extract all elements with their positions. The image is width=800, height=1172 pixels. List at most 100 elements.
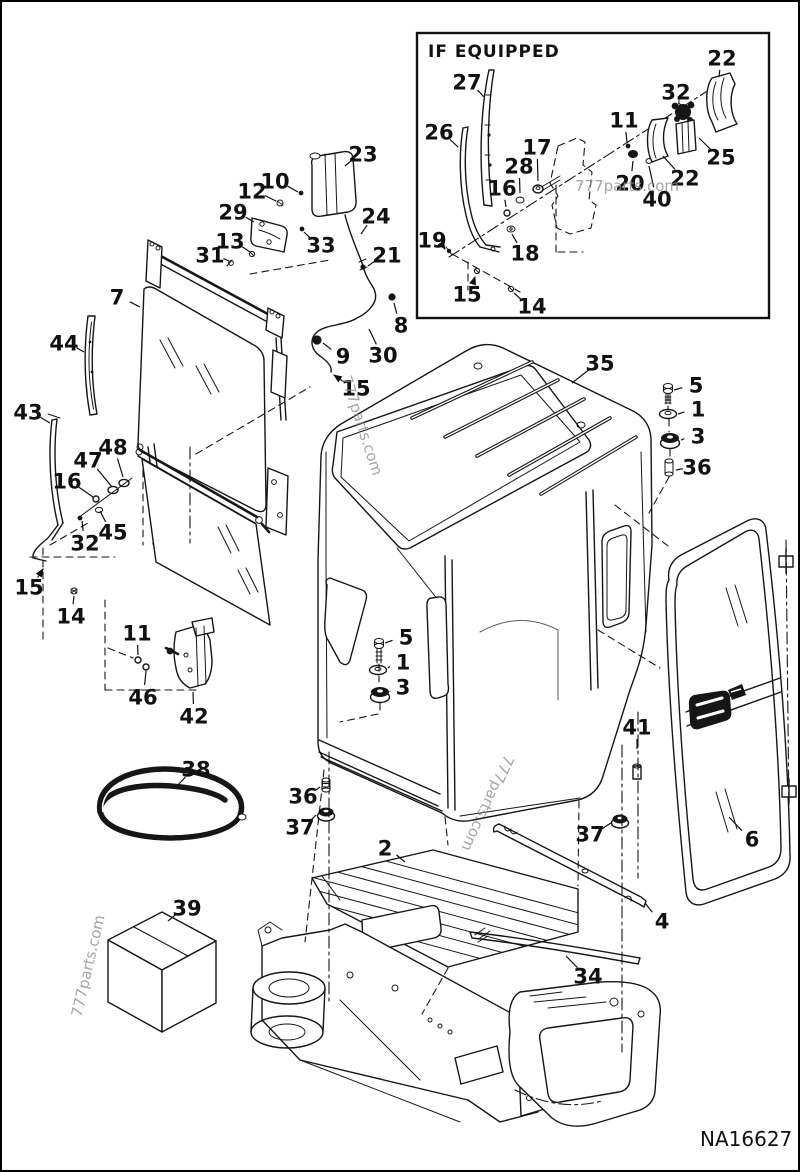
- trim-strip: [469, 931, 641, 965]
- callout-label-33: 33: [306, 234, 335, 258]
- watermark-text: 777parts.com: [575, 177, 679, 195]
- callout-label-38: 38: [181, 758, 210, 782]
- callout-leader: [76, 347, 85, 353]
- callout-label-16: 16: [52, 470, 81, 494]
- callout-label-31: 31: [195, 244, 224, 268]
- callout-label-48: 48: [98, 436, 127, 460]
- callout-leader: [287, 185, 299, 193]
- callout-leader: [344, 160, 352, 167]
- callout-label-32: 32: [70, 532, 99, 556]
- kit-box: [107, 911, 217, 1033]
- callout-leader: [698, 137, 711, 150]
- callout-labels: 7444348471645321514114642383912102329133…: [13, 47, 759, 989]
- callout-label-41: 41: [622, 716, 651, 740]
- callout-label-15: 15: [14, 576, 43, 600]
- callout-leader: [35, 567, 44, 578]
- callout-leader: [315, 786, 321, 791]
- callout-leader: [72, 595, 75, 605]
- callout-leader: [368, 328, 377, 345]
- callout-label-22: 22: [707, 47, 736, 71]
- callout-leader: [602, 822, 612, 829]
- callout-label-22: 22: [670, 167, 699, 191]
- door: [665, 518, 797, 906]
- rear-cover: [508, 981, 662, 1127]
- callout-label-5: 5: [689, 374, 704, 398]
- callout-label-3: 3: [691, 425, 706, 449]
- callout-leader: [728, 816, 743, 832]
- wiper-motor: [134, 617, 215, 689]
- callout-label-27: 27: [452, 71, 481, 95]
- callout-leader: [631, 160, 634, 172]
- callout-leader: [648, 165, 655, 188]
- callout-label-11: 11: [609, 109, 638, 133]
- callout-leader: [718, 69, 721, 78]
- hose-coil: [97, 766, 247, 841]
- callout-label-47: 47: [73, 449, 102, 473]
- callout-label-34: 34: [573, 965, 602, 989]
- hinge-bracket: [226, 190, 305, 267]
- callout-leader: [40, 416, 51, 424]
- callout-leader: [571, 369, 589, 384]
- callout-leader: [78, 486, 94, 498]
- callout-leader: [303, 231, 311, 239]
- callout-label-40: 40: [642, 188, 671, 212]
- callout-label-42: 42: [179, 705, 208, 729]
- callout-leader: [116, 458, 124, 478]
- callout-leader: [387, 665, 391, 669]
- callout-leader: [167, 914, 176, 922]
- callout-label-37: 37: [285, 816, 314, 840]
- callout-label-12: 12: [237, 180, 266, 204]
- callout-leader: [513, 292, 522, 300]
- callout-label-23: 23: [348, 143, 377, 167]
- callout-label-16: 16: [487, 177, 516, 201]
- callout-label-37: 37: [575, 823, 604, 847]
- callout-label-2: 2: [378, 837, 393, 861]
- callout-label-14: 14: [56, 605, 85, 629]
- callout-label-20: 20: [615, 172, 644, 196]
- callout-leader: [322, 342, 332, 350]
- callout-leader: [245, 216, 255, 223]
- callout-label-19: 19: [417, 229, 446, 253]
- callout-label-3: 3: [396, 676, 411, 700]
- callout-label-7: 7: [110, 286, 125, 310]
- callout-label-9: 9: [336, 345, 351, 369]
- support-bracket: [492, 823, 647, 908]
- callout-leader: [396, 854, 406, 863]
- left-wiper: [32, 315, 98, 595]
- callout-label-35: 35: [585, 352, 614, 376]
- callout-leader: [96, 468, 113, 488]
- callout-label-8: 8: [394, 314, 409, 338]
- callout-label-1: 1: [396, 651, 411, 675]
- callout-leader: [677, 411, 685, 415]
- callout-leader: [384, 639, 393, 644]
- callout-leader: [241, 246, 251, 253]
- callout-leader: [99, 510, 107, 523]
- callout-leader: [223, 258, 230, 262]
- callout-leader: [625, 131, 628, 143]
- callout-leader: [176, 776, 187, 787]
- callout-label-14: 14: [517, 295, 546, 319]
- inset-art: [445, 69, 738, 293]
- cab: [317, 343, 653, 822]
- callout-leader: [662, 155, 676, 170]
- callout-leader: [393, 302, 398, 314]
- callout-leader: [673, 387, 683, 391]
- callout-leader: [81, 520, 84, 532]
- callout-label-25: 25: [706, 146, 735, 170]
- callout-label-43: 43: [13, 401, 42, 425]
- callout-label-13: 13: [215, 230, 244, 254]
- callout-label-5: 5: [399, 626, 414, 650]
- callout-leader: [644, 902, 653, 913]
- callout-label-1: 1: [691, 398, 706, 422]
- callout-label-18: 18: [510, 242, 539, 266]
- washer-bottle-hose: [309, 150, 396, 373]
- construction-lines: [29, 259, 669, 1053]
- callout-leader: [144, 670, 147, 686]
- figure-code: NA16627: [700, 1127, 792, 1151]
- callout-label-6: 6: [745, 828, 760, 852]
- callout-leader: [504, 199, 507, 208]
- callout-label-10: 10: [260, 170, 289, 194]
- callout-leader: [129, 301, 141, 308]
